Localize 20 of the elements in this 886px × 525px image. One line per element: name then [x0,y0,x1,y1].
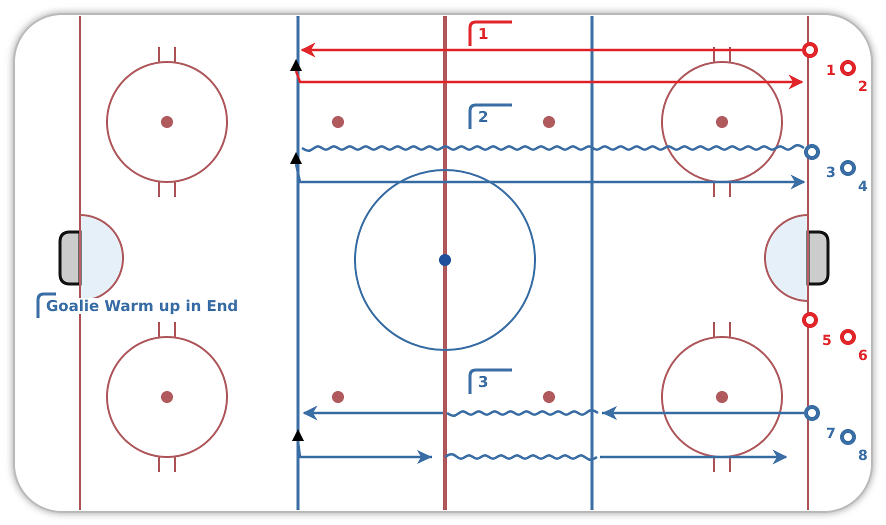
drill-number: 3 [478,374,488,390]
skating-arrow [300,42,802,58]
skating-arrow [294,164,806,190]
player-number: 8 [858,449,868,463]
player-number: 7 [826,427,836,441]
cone-marker [290,59,302,71]
player-number: 6 [858,349,868,363]
skating-arrow [294,70,804,90]
cone-marker [290,152,302,164]
player-number: 3 [826,166,836,180]
skating-arrow [302,406,806,420]
puck-carry-wavy-line [301,144,805,152]
drill-number: 1 [478,26,488,42]
player-number: 4 [858,180,868,194]
player-number: 2 [858,80,868,94]
drill-number: 2 [478,109,488,125]
drill-note: Goalie Warm up in End [46,298,238,314]
player-number: 1 [826,64,836,78]
cone-marker [292,429,304,441]
player-number: 5 [822,334,832,348]
